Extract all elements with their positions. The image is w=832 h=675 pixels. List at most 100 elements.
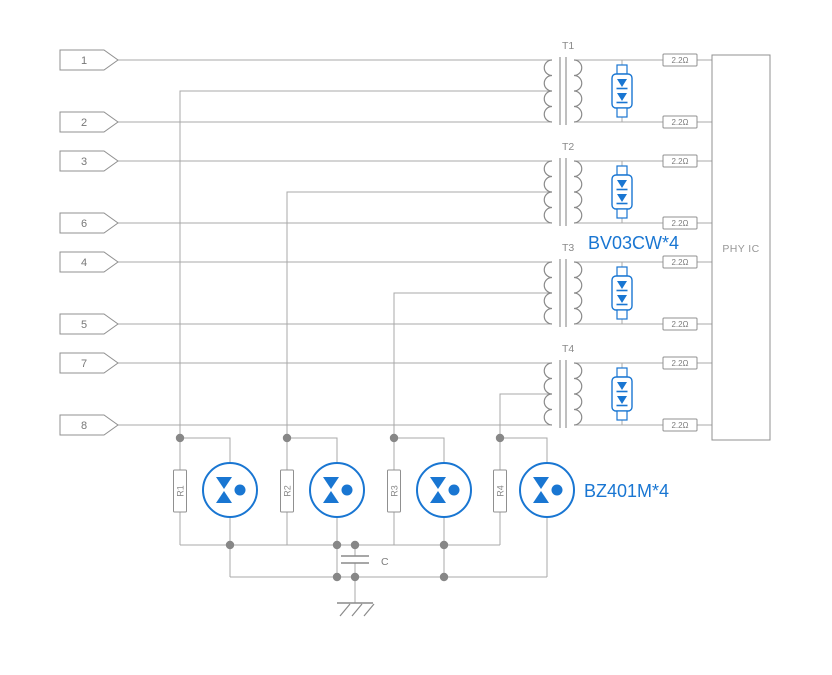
ground-hatch [339,603,351,617]
resistor-body [662,216,698,230]
protection-array-part-number: BZ401M*4 [584,481,669,501]
device-outline [309,462,365,518]
series-resistors: 2.2Ω 2.2Ω 2.2Ω 2.2Ω 2.2Ω 2.2Ω 2.2Ω 2.2Ω [662,53,698,432]
transformer-t2: T2 [543,141,583,226]
wire [500,437,548,463]
tvs-diode-4 [611,367,633,421]
bottom-resistor-r4: R4 [493,469,507,513]
resistor-body [280,469,294,513]
pin-flag [59,313,119,335]
series-resistor-7: 2.2Ω [662,356,698,370]
capacitor-label: C [381,556,389,568]
tvs-diode-2 [611,165,633,219]
tvs-terminal [616,208,628,219]
transformer-t3: T3 [543,242,583,327]
secondary-coil [573,261,583,325]
resistor-value: 2.2Ω [671,359,688,368]
tvs-terminal [616,165,628,176]
wire [287,437,338,463]
device-outline [202,462,258,518]
device-dot [551,484,563,496]
tvs-diode-arrays: BV03CW*4 [588,64,679,421]
secondary-coil [573,160,583,224]
junction-dot [389,433,399,443]
secondary-coil [573,59,583,123]
junction-dot [175,433,185,443]
triangle-down [216,477,232,489]
device-dot [341,484,353,496]
device-outline [416,462,472,518]
resistor-body [662,53,698,67]
junction-dot [439,572,449,582]
tvs-terminal [616,367,628,378]
diode-symbol [617,281,627,289]
resistor-body [662,418,698,432]
diode-symbol [617,180,627,188]
pin-flag [59,111,119,133]
series-resistor-8: 2.2Ω [662,418,698,432]
tvs-diode-1 [611,64,633,118]
triangle-down [323,477,339,489]
ground-symbol [337,602,375,617]
resistor-body [173,469,187,513]
pin-connector-7: 7 [59,352,119,374]
protection-device-2 [309,462,365,518]
junction-dot [439,540,449,550]
resistor-value: 2.2Ω [671,421,688,430]
transformer-t1: T1 [543,40,583,125]
pin-connector-8: 8 [59,414,119,436]
pin-flag [59,251,119,273]
triangle-down [533,477,549,489]
resistor-value: 2.2Ω [671,118,688,127]
transformer-label: T1 [562,40,574,52]
junction-dot [350,572,360,582]
resistor-body [662,255,698,269]
resistor-body [662,317,698,331]
transformer-label: T4 [562,343,574,355]
resistor-ref: R3 [390,485,400,497]
series-resistor-1: 2.2Ω [662,53,698,67]
pin-number: 3 [81,156,87,168]
junction-dot [225,540,235,550]
pin-flag [59,352,119,374]
transformer-label: T2 [562,141,574,153]
resistor-value: 2.2Ω [671,56,688,65]
pin-connector-5: 5 [59,313,119,335]
pin-connector-6: 6 [59,212,119,234]
resistor-value: 2.2Ω [671,157,688,166]
pin-connector-2: 2 [59,111,119,133]
triangle-up [323,491,339,503]
pin-number: 2 [81,117,87,129]
diode-symbol [617,396,627,404]
primary-coil [543,160,553,224]
device-outline [519,462,575,518]
resistor-body [387,469,401,513]
bottom-resistor-r3: R3 [387,469,401,513]
pin-flag [59,150,119,172]
pin-connectors: 1 2 3 6 4 5 7 8 [59,49,119,436]
diode-symbol [617,79,627,87]
junction-dot [332,540,342,550]
protection-device-3 [416,462,472,518]
tvs-terminal [616,266,628,277]
ground-hatch [363,603,375,617]
tvs-terminal [616,410,628,421]
capacitor: C [341,555,389,568]
ground-hatch [351,603,363,617]
pin-connector-1: 1 [59,49,119,71]
tvs-terminal [616,64,628,75]
pin-number: 6 [81,218,87,230]
phy-ic-label: PHY IC [722,243,759,255]
tvs-terminal [616,107,628,118]
resistor-value: 2.2Ω [671,320,688,329]
primary-coil [543,362,553,426]
diode-symbol [617,382,627,390]
device-dot [234,484,246,496]
center-tap-wire [393,292,552,438]
pin-flag [59,212,119,234]
transformers: T1 T2 T3 T4 [543,40,583,428]
triangle-down [430,477,446,489]
diode-symbol [617,194,627,202]
resistor-value: 2.2Ω [671,258,688,267]
